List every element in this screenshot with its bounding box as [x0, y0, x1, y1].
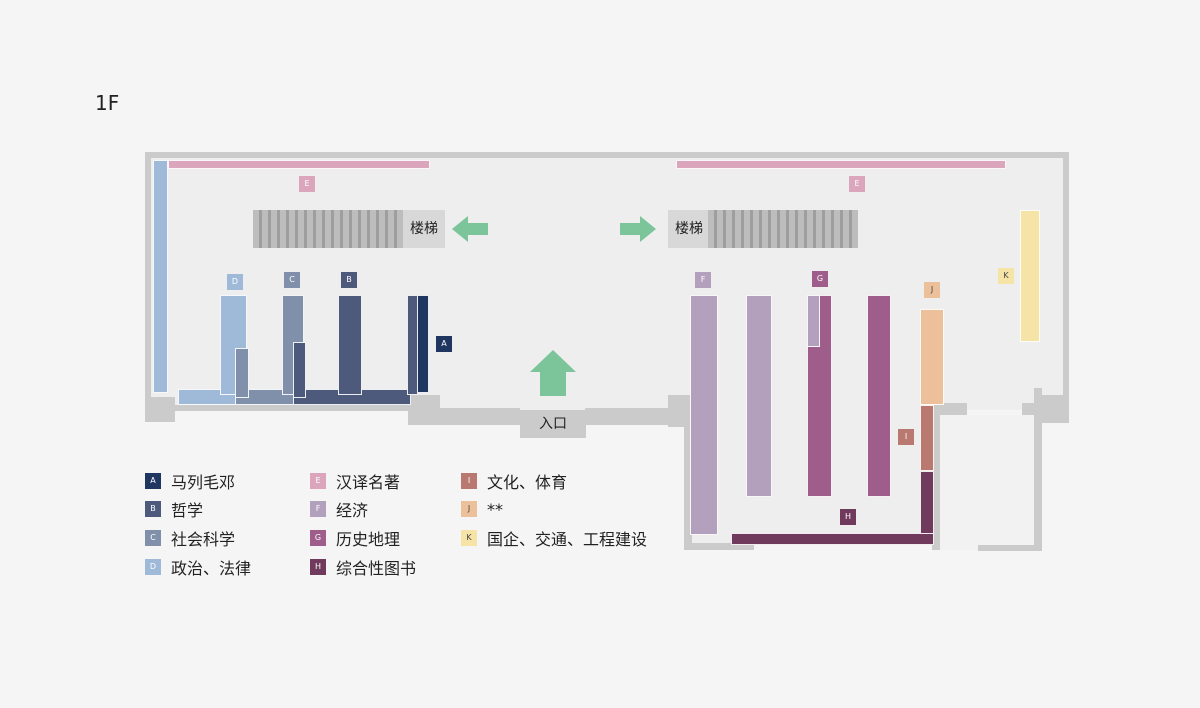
- wall: [145, 152, 1069, 158]
- legend-swatch-h: H: [310, 559, 326, 575]
- legend-swatch-j: J: [461, 501, 477, 517]
- legend-label-c: 社会科学: [171, 530, 236, 549]
- map-badge-b: B: [341, 272, 357, 288]
- arrow-up-icon: [530, 350, 576, 396]
- wall: [585, 408, 685, 425]
- entrance-label: 入口: [520, 410, 586, 438]
- shelf-b-left: [293, 342, 306, 398]
- legend-swatch-a: A: [145, 473, 161, 489]
- wall: [145, 152, 151, 422]
- shelf-j: [920, 309, 944, 405]
- shelf-b-upright: [338, 295, 362, 395]
- shelf-f-wall: [690, 295, 718, 535]
- legend-label-f: 经济: [336, 501, 369, 520]
- map-badge-e-left: E: [299, 176, 315, 192]
- map-badge-c: C: [284, 272, 300, 288]
- legend-label-d: 政治、法律: [171, 559, 252, 578]
- legend-item-h: H 综合性图书: [310, 556, 416, 578]
- legend-swatch-g: G: [310, 530, 326, 546]
- map-badge-g: G: [812, 271, 828, 287]
- map-badge-h: H: [840, 509, 856, 525]
- wall: [175, 405, 410, 411]
- legend-label-k: 国企、交通、工程建设: [487, 530, 648, 549]
- arrow-right-shape: [620, 216, 656, 242]
- wall: [978, 545, 1042, 551]
- shelf-k: [1020, 210, 1040, 342]
- legend-label-a: 马列毛邓: [171, 473, 236, 492]
- legend-swatch-k: K: [461, 530, 477, 546]
- shelf-d-wall: [153, 160, 168, 393]
- legend-item-c: C 社会科学: [145, 527, 235, 549]
- wall: [145, 397, 175, 422]
- stairs-left-label: 楼梯: [403, 210, 445, 248]
- wall: [1034, 388, 1042, 550]
- legend-item-g: G 历史地理: [310, 527, 400, 549]
- legend-label-i: 文化、体育: [487, 473, 568, 492]
- map-badge-d: D: [227, 274, 243, 290]
- legend-item-d: D 政治、法律: [145, 556, 251, 578]
- map-badge-i: I: [898, 429, 914, 445]
- wall: [1034, 395, 1069, 423]
- legend-item-j: J **: [461, 498, 503, 520]
- legend-swatch-b: B: [145, 501, 161, 517]
- arrow-right-icon: [620, 216, 656, 242]
- shelf-g-right: [867, 295, 891, 497]
- legend-item-a: A 马列毛邓: [145, 470, 235, 492]
- legend-label-g: 历史地理: [336, 530, 401, 549]
- floor-label: 1F: [95, 91, 120, 115]
- arrow-left-icon: [452, 216, 488, 242]
- legend-swatch-i: I: [461, 473, 477, 489]
- map-badge-k: K: [998, 268, 1014, 284]
- shelf-e-top-right: [676, 160, 1006, 169]
- shelf-a: [417, 295, 429, 393]
- legend-label-e: 汉译名著: [336, 473, 401, 492]
- legend-item-b: B 哲学: [145, 498, 203, 520]
- legend-label-b: 哲学: [171, 501, 204, 520]
- legend-item-e: E 汉译名著: [310, 470, 400, 492]
- shelf-i: [920, 405, 934, 471]
- shelf-c-left: [235, 348, 249, 398]
- legend-item-k: K 国企、交通、工程建设: [461, 527, 647, 549]
- legend-swatch-f: F: [310, 501, 326, 517]
- wall: [684, 543, 754, 550]
- stairs-left: [253, 210, 405, 248]
- map-badge-f: F: [695, 272, 711, 288]
- shelf-g-stub: [807, 295, 820, 347]
- legend-label-j: **: [487, 499, 503, 519]
- stairs-right: [708, 210, 858, 248]
- map-badge-j: J: [924, 282, 940, 298]
- legend-label-h: 综合性图书: [336, 559, 417, 578]
- shelf-f-mid: [746, 295, 772, 497]
- wall: [932, 403, 940, 550]
- arrow-up-shape: [530, 350, 576, 396]
- room-right-corridor: [940, 415, 1036, 550]
- wall: [684, 420, 692, 550]
- wall: [932, 403, 967, 415]
- legend-item-i: I 文化、体育: [461, 470, 567, 492]
- wall: [408, 408, 520, 425]
- arrow-left-shape: [452, 216, 488, 242]
- map-badge-a: A: [436, 336, 452, 352]
- legend-swatch-e: E: [310, 473, 326, 489]
- shelf-e-top-left: [168, 160, 430, 169]
- wall: [1063, 152, 1069, 402]
- legend-item-f: F 经济: [310, 498, 368, 520]
- stairs-right-label: 楼梯: [668, 210, 710, 248]
- shelf-h-bottom: [731, 533, 934, 545]
- map-badge-e-right: E: [849, 176, 865, 192]
- legend-swatch-c: C: [145, 530, 161, 546]
- legend-swatch-d: D: [145, 559, 161, 575]
